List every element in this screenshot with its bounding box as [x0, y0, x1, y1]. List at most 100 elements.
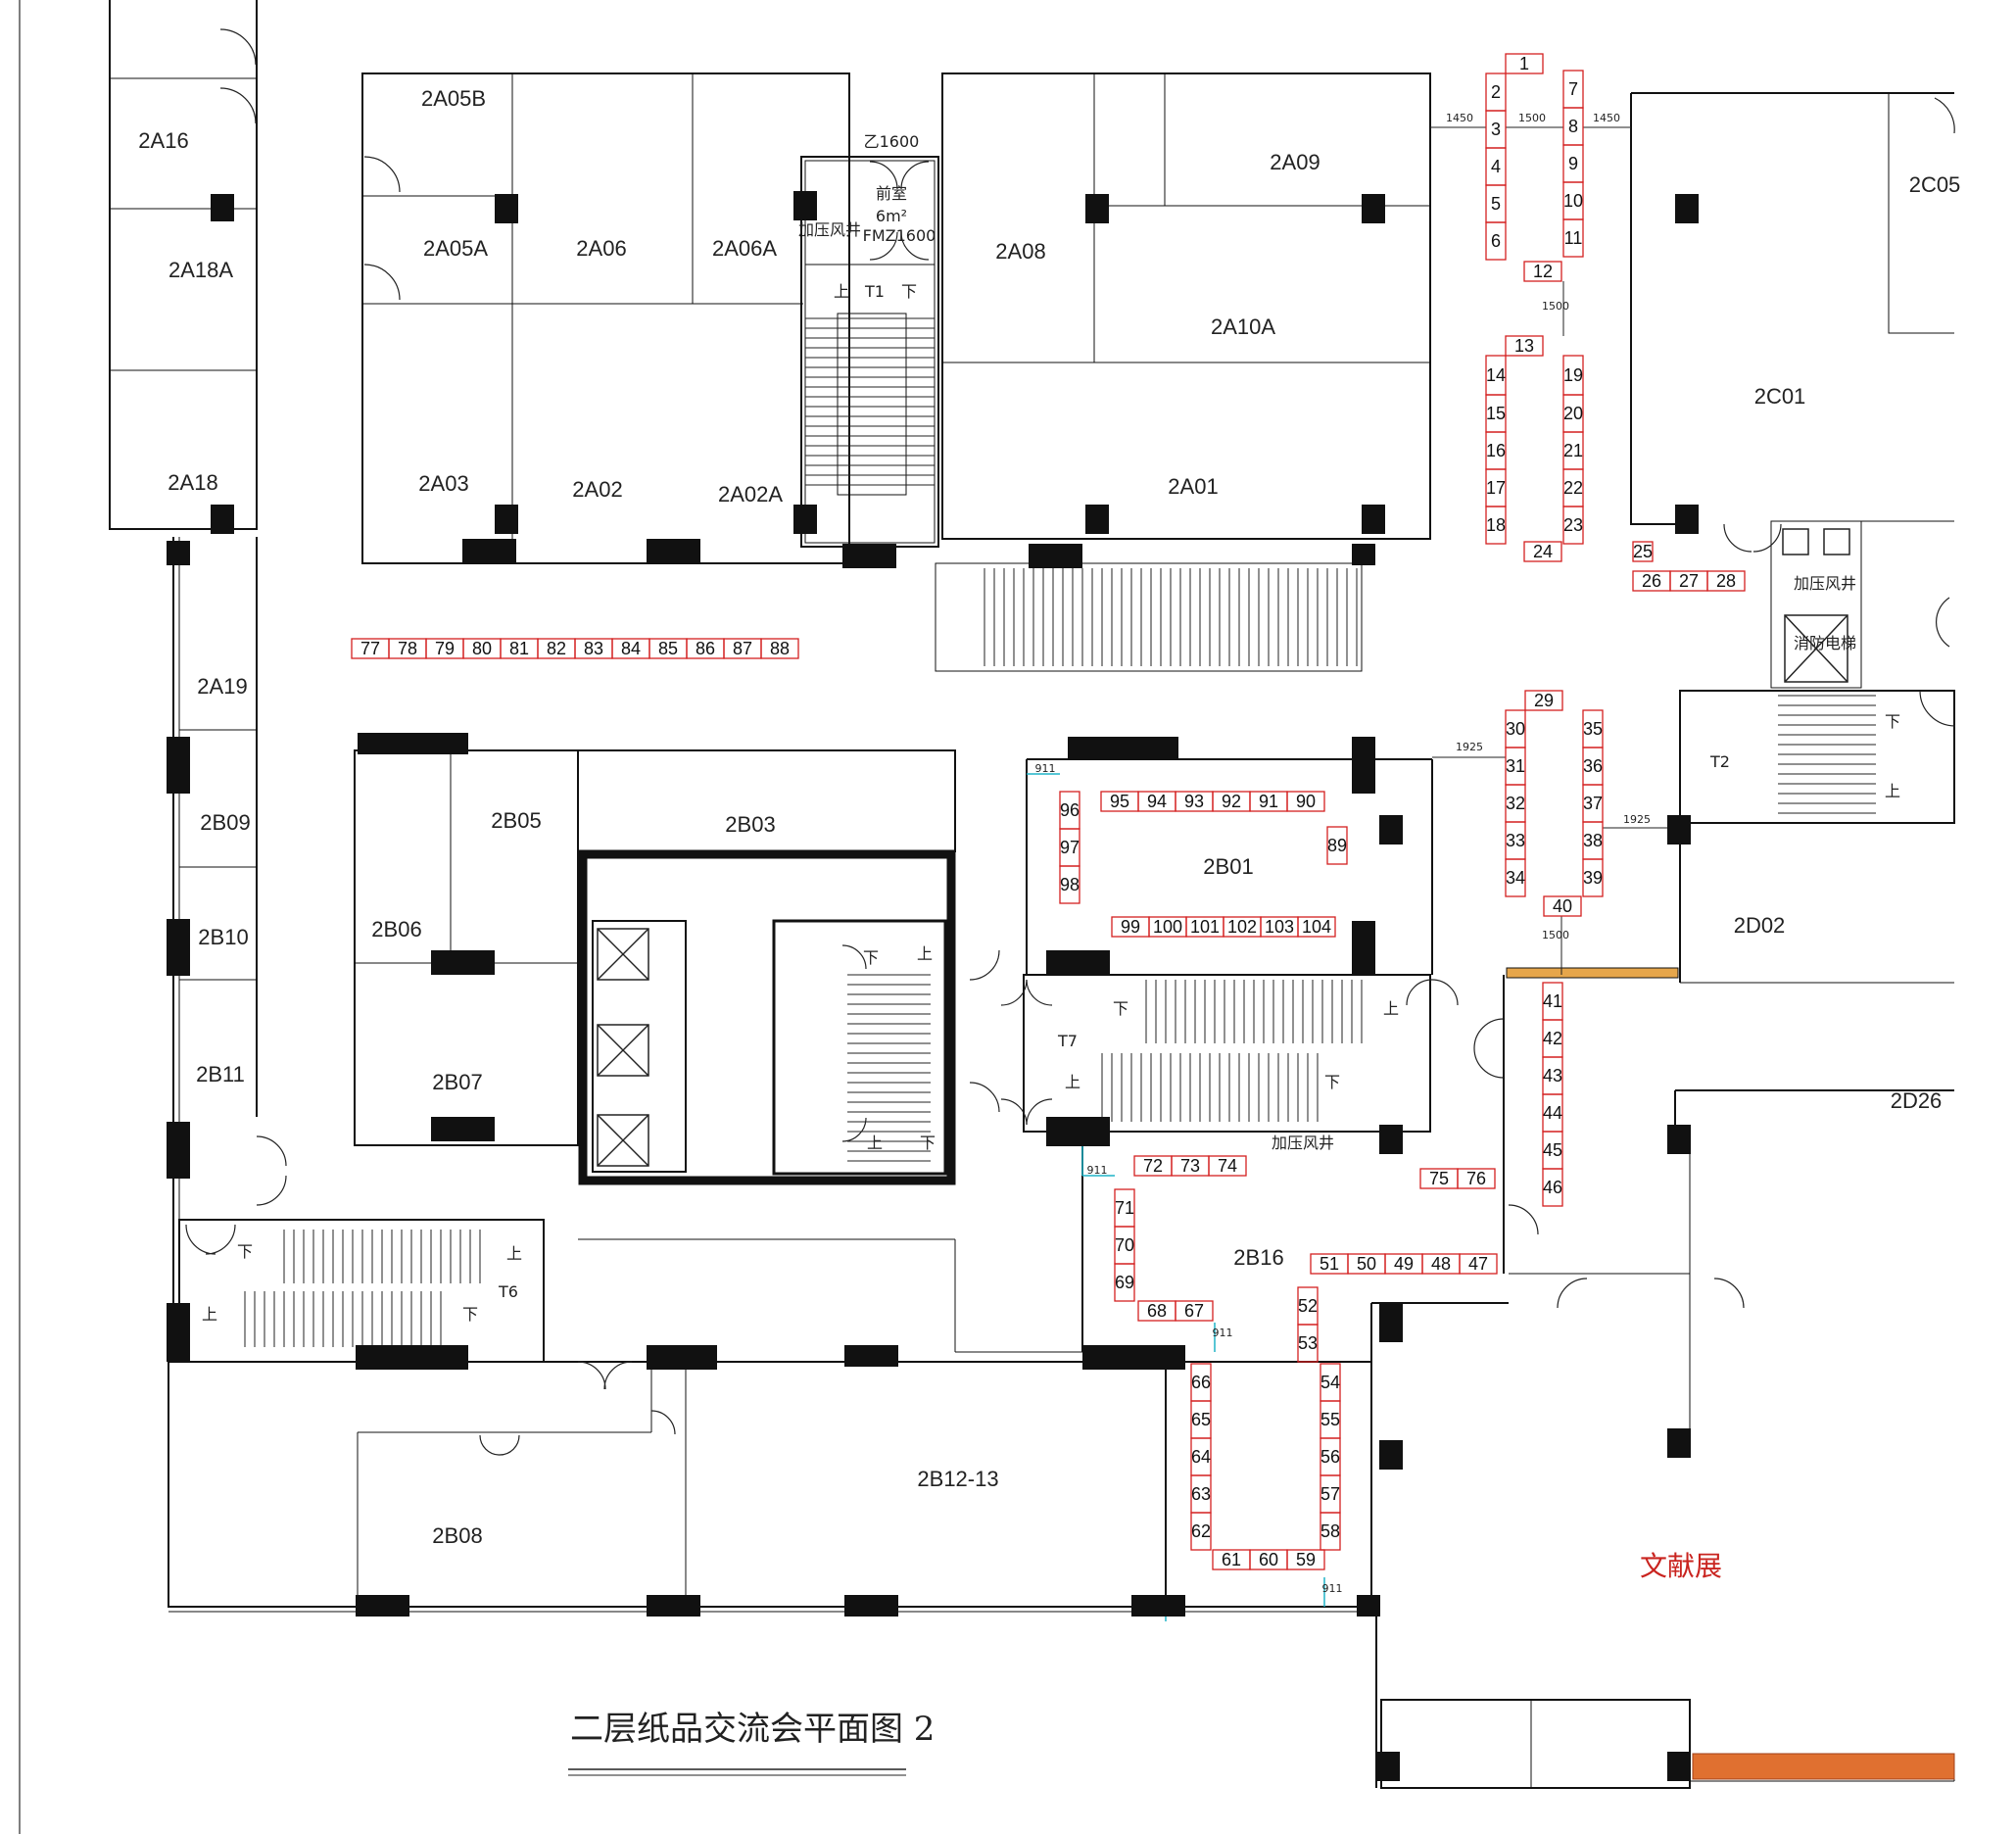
booth-7[interactable]: 7	[1562, 70, 1584, 109]
booth-4[interactable]: 4	[1485, 147, 1507, 186]
booth-81[interactable]: 81	[500, 638, 539, 659]
booth-53[interactable]: 53	[1297, 1324, 1319, 1363]
booth-79[interactable]: 79	[425, 638, 464, 659]
booth-67[interactable]: 67	[1175, 1300, 1214, 1322]
booth-38[interactable]: 38	[1582, 821, 1604, 860]
booth-72[interactable]: 72	[1133, 1155, 1173, 1177]
booth-78[interactable]: 78	[388, 638, 427, 659]
booth-49[interactable]: 49	[1384, 1253, 1423, 1275]
booth-39[interactable]: 39	[1582, 858, 1604, 897]
booth-26[interactable]: 26	[1632, 570, 1671, 592]
booth-10[interactable]: 10	[1562, 181, 1584, 220]
booth-57[interactable]: 57	[1320, 1474, 1341, 1514]
booth-28[interactable]: 28	[1706, 570, 1746, 592]
booth-90[interactable]: 90	[1286, 791, 1325, 812]
booth-95[interactable]: 95	[1100, 791, 1139, 812]
booth-77[interactable]: 77	[351, 638, 390, 659]
booth-54[interactable]: 54	[1320, 1363, 1341, 1402]
booth-65[interactable]: 65	[1190, 1400, 1212, 1439]
booth-9[interactable]: 9	[1562, 144, 1584, 183]
booth-48[interactable]: 48	[1421, 1253, 1461, 1275]
booth-33[interactable]: 33	[1505, 821, 1526, 860]
booth-32[interactable]: 32	[1505, 784, 1526, 823]
booth-59[interactable]: 59	[1286, 1549, 1325, 1570]
booth-50[interactable]: 50	[1347, 1253, 1386, 1275]
booth-45[interactable]: 45	[1542, 1131, 1563, 1170]
booth-101[interactable]: 101	[1185, 916, 1224, 938]
booth-64[interactable]: 64	[1190, 1437, 1212, 1476]
booth-75[interactable]: 75	[1419, 1168, 1459, 1189]
booth-44[interactable]: 44	[1542, 1093, 1563, 1133]
booth-29[interactable]: 29	[1524, 690, 1563, 711]
booth-6[interactable]: 6	[1485, 221, 1507, 261]
booth-1[interactable]: 1	[1505, 53, 1544, 74]
booth-41[interactable]: 41	[1542, 982, 1563, 1021]
booth-96[interactable]: 96	[1059, 791, 1080, 830]
booth-68[interactable]: 68	[1137, 1300, 1176, 1322]
booth-5[interactable]: 5	[1485, 184, 1507, 223]
booth-31[interactable]: 31	[1505, 747, 1526, 786]
booth-34[interactable]: 34	[1505, 858, 1526, 897]
booth-30[interactable]: 30	[1505, 709, 1526, 748]
booth-91[interactable]: 91	[1249, 791, 1288, 812]
booth-23[interactable]: 23	[1562, 506, 1584, 545]
booth-100[interactable]: 100	[1148, 916, 1187, 938]
booth-97[interactable]: 97	[1059, 828, 1080, 867]
booth-20[interactable]: 20	[1562, 394, 1584, 433]
booth-84[interactable]: 84	[611, 638, 650, 659]
booth-103[interactable]: 103	[1260, 916, 1299, 938]
booth-87[interactable]: 87	[723, 638, 762, 659]
booth-83[interactable]: 83	[574, 638, 613, 659]
booth-25[interactable]: 25	[1632, 541, 1654, 562]
booth-51[interactable]: 51	[1310, 1253, 1349, 1275]
booth-18[interactable]: 18	[1485, 506, 1507, 545]
booth-42[interactable]: 42	[1542, 1019, 1563, 1058]
booth-36[interactable]: 36	[1582, 747, 1604, 786]
booth-21[interactable]: 21	[1562, 431, 1584, 470]
booth-11[interactable]: 11	[1562, 218, 1584, 258]
booth-102[interactable]: 102	[1223, 916, 1262, 938]
booth-92[interactable]: 92	[1212, 791, 1251, 812]
booth-76[interactable]: 76	[1457, 1168, 1496, 1189]
booth-74[interactable]: 74	[1208, 1155, 1247, 1177]
booth-69[interactable]: 69	[1114, 1263, 1135, 1302]
booth-24[interactable]: 24	[1523, 541, 1562, 562]
booth-61[interactable]: 61	[1212, 1549, 1251, 1570]
booth-66[interactable]: 66	[1190, 1363, 1212, 1402]
booth-37[interactable]: 37	[1582, 784, 1604, 823]
booth-52[interactable]: 52	[1297, 1286, 1319, 1326]
booth-17[interactable]: 17	[1485, 468, 1507, 507]
booth-94[interactable]: 94	[1137, 791, 1176, 812]
booth-8[interactable]: 8	[1562, 107, 1584, 146]
booth-89[interactable]: 89	[1326, 826, 1348, 865]
booth-12[interactable]: 12	[1523, 261, 1562, 282]
booth-80[interactable]: 80	[462, 638, 502, 659]
booth-70[interactable]: 70	[1114, 1226, 1135, 1265]
booth-40[interactable]: 40	[1543, 895, 1582, 917]
booth-60[interactable]: 60	[1249, 1549, 1288, 1570]
booth-99[interactable]: 99	[1111, 916, 1150, 938]
booth-73[interactable]: 73	[1171, 1155, 1210, 1177]
booth-55[interactable]: 55	[1320, 1400, 1341, 1439]
booth-22[interactable]: 22	[1562, 468, 1584, 507]
booth-86[interactable]: 86	[686, 638, 725, 659]
booth-15[interactable]: 15	[1485, 394, 1507, 433]
booth-58[interactable]: 58	[1320, 1512, 1341, 1551]
booth-82[interactable]: 82	[537, 638, 576, 659]
booth-46[interactable]: 46	[1542, 1168, 1563, 1207]
booth-62[interactable]: 62	[1190, 1512, 1212, 1551]
booth-56[interactable]: 56	[1320, 1437, 1341, 1476]
booth-71[interactable]: 71	[1114, 1188, 1135, 1228]
booth-98[interactable]: 98	[1059, 865, 1080, 904]
booth-93[interactable]: 93	[1175, 791, 1214, 812]
booth-43[interactable]: 43	[1542, 1056, 1563, 1095]
booth-16[interactable]: 16	[1485, 431, 1507, 470]
booth-13[interactable]: 13	[1505, 335, 1544, 357]
booth-27[interactable]: 27	[1669, 570, 1708, 592]
booth-2[interactable]: 2	[1485, 72, 1507, 112]
booth-47[interactable]: 47	[1459, 1253, 1498, 1275]
booth-104[interactable]: 104	[1297, 916, 1336, 938]
booth-88[interactable]: 88	[760, 638, 799, 659]
booth-85[interactable]: 85	[648, 638, 688, 659]
booth-35[interactable]: 35	[1582, 709, 1604, 748]
